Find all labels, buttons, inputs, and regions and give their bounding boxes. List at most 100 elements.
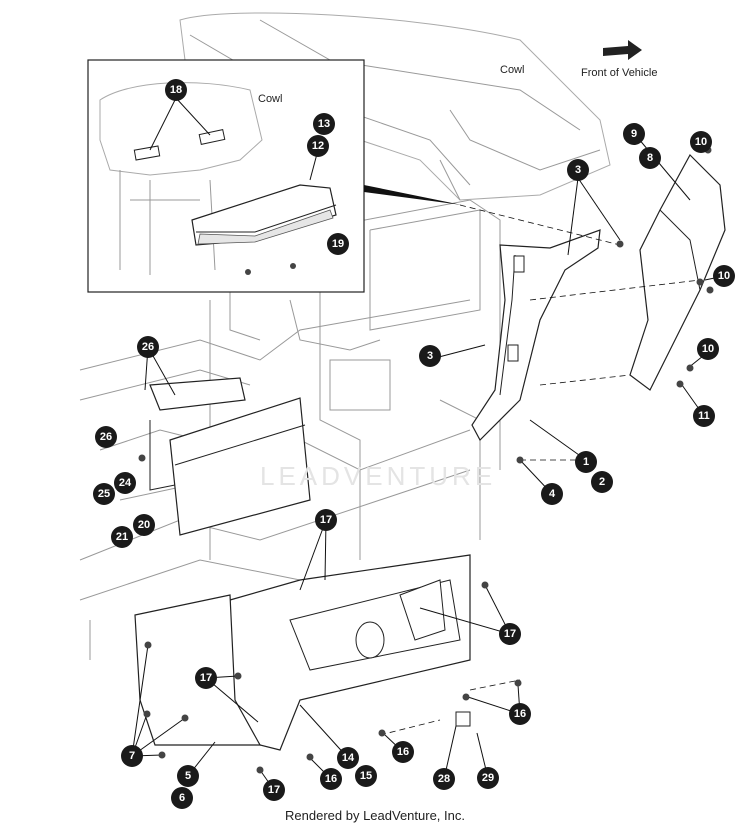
callout-circle <box>320 768 342 790</box>
callout-c18: 18 <box>165 79 187 101</box>
callout-c8: 8 <box>639 147 661 169</box>
callout-number: 2 <box>599 476 605 488</box>
callout-number: 28 <box>438 773 450 785</box>
callout-circle <box>433 768 455 790</box>
callout-c25: 25 <box>93 483 115 505</box>
callout-circle <box>713 265 735 287</box>
detail-inset <box>87 59 365 293</box>
front-of-vehicle-label: Front of Vehicle <box>581 67 657 79</box>
callout-c14: 14 <box>337 747 359 769</box>
callout-number: 18 <box>170 84 182 96</box>
callout-number: 10 <box>695 136 707 148</box>
callout-circle <box>623 123 645 145</box>
callout-c20: 20 <box>133 514 155 536</box>
callout-circle <box>114 472 136 494</box>
callout-number: 16 <box>397 746 409 758</box>
callout-number: 26 <box>142 341 154 353</box>
callout-circle <box>697 338 719 360</box>
callout-number: 17 <box>268 784 280 796</box>
callout-number: 29 <box>482 772 494 784</box>
callout-c7: 7 <box>121 745 143 767</box>
fasteners <box>138 146 714 774</box>
callout-number: 9 <box>631 128 637 140</box>
callout-c26a: 26 <box>137 336 159 358</box>
callout-c16c: 16 <box>320 768 342 790</box>
callout-circle <box>567 159 589 181</box>
callout-circle <box>337 747 359 769</box>
callout-c6: 6 <box>171 787 193 809</box>
callout-c24: 24 <box>114 472 136 494</box>
callout-circle <box>263 779 285 801</box>
callout-number: 1 <box>583 456 589 468</box>
callout-c17d: 17 <box>263 779 285 801</box>
callout-number: 17 <box>320 514 332 526</box>
footer-credit: Rendered by LeadVenture, Inc. <box>285 808 465 823</box>
callout-circle <box>575 451 597 473</box>
front-arrow-icon <box>603 40 642 60</box>
callout-c28: 28 <box>433 768 455 790</box>
pillar-panel-part <box>471 229 601 441</box>
callout-c10a: 10 <box>690 131 712 153</box>
callout-circle <box>171 787 193 809</box>
cowl-label-inset: Cowl <box>258 93 282 105</box>
callout-circle <box>499 623 521 645</box>
watermark: LEADVENTURE <box>260 461 496 491</box>
callout-number: 16 <box>514 708 526 720</box>
callout-circle <box>690 131 712 153</box>
rear-panel-part <box>149 377 311 536</box>
callout-circle <box>327 233 349 255</box>
callout-circle <box>195 667 217 689</box>
inset-pointer <box>364 185 462 205</box>
callout-c10c: 10 <box>697 338 719 360</box>
callout-c16a: 16 <box>509 703 531 725</box>
callout-number: 3 <box>575 164 581 176</box>
callout-c16b: 16 <box>392 741 414 763</box>
side-panel-part <box>629 154 726 391</box>
callout-c15: 15 <box>355 765 377 787</box>
callout-c3b: 3 <box>419 345 441 367</box>
callout-c2: 2 <box>591 471 613 493</box>
callout-circle <box>591 471 613 493</box>
callout-circle <box>419 345 441 367</box>
callout-circle <box>137 336 159 358</box>
callout-circle <box>639 147 661 169</box>
callout-circle <box>477 767 499 789</box>
callout-number: 24 <box>119 477 132 489</box>
lower-door-panel-part <box>229 554 471 751</box>
callout-circle <box>541 483 563 505</box>
callout-c26b: 26 <box>95 426 117 448</box>
callout-number: 12 <box>312 140 324 152</box>
callout-c12: 12 <box>307 135 329 157</box>
callout-number: 8 <box>647 152 653 164</box>
callout-circle <box>133 514 155 536</box>
callout-number: 20 <box>138 519 150 531</box>
callout-group: 1813121933981010101112426262425202117171… <box>93 79 735 809</box>
callout-c19: 19 <box>327 233 349 255</box>
callout-circle <box>509 703 531 725</box>
callout-c1: 1 <box>575 451 597 473</box>
callout-number: 4 <box>549 488 556 500</box>
callout-circle <box>165 79 187 101</box>
cowl-label-main: Cowl <box>500 64 524 76</box>
callout-circle <box>111 526 133 548</box>
callout-number: 21 <box>116 531 128 543</box>
callout-c5: 5 <box>177 765 199 787</box>
callout-number: 7 <box>129 750 135 762</box>
callout-number: 19 <box>332 238 344 250</box>
callout-circle <box>307 135 329 157</box>
callout-circle <box>95 426 117 448</box>
callout-number: 25 <box>98 488 110 500</box>
callout-number: 17 <box>504 628 516 640</box>
callout-circle <box>693 405 715 427</box>
callout-number: 10 <box>702 343 714 355</box>
callout-c21: 21 <box>111 526 133 548</box>
callout-circle <box>315 509 337 531</box>
callout-number: 10 <box>718 270 730 282</box>
dashed-lines <box>379 204 701 736</box>
callout-circle <box>177 765 199 787</box>
callout-c17a: 17 <box>315 509 337 531</box>
callout-circle <box>392 741 414 763</box>
callout-c4: 4 <box>541 483 563 505</box>
callout-c13: 13 <box>313 113 335 135</box>
